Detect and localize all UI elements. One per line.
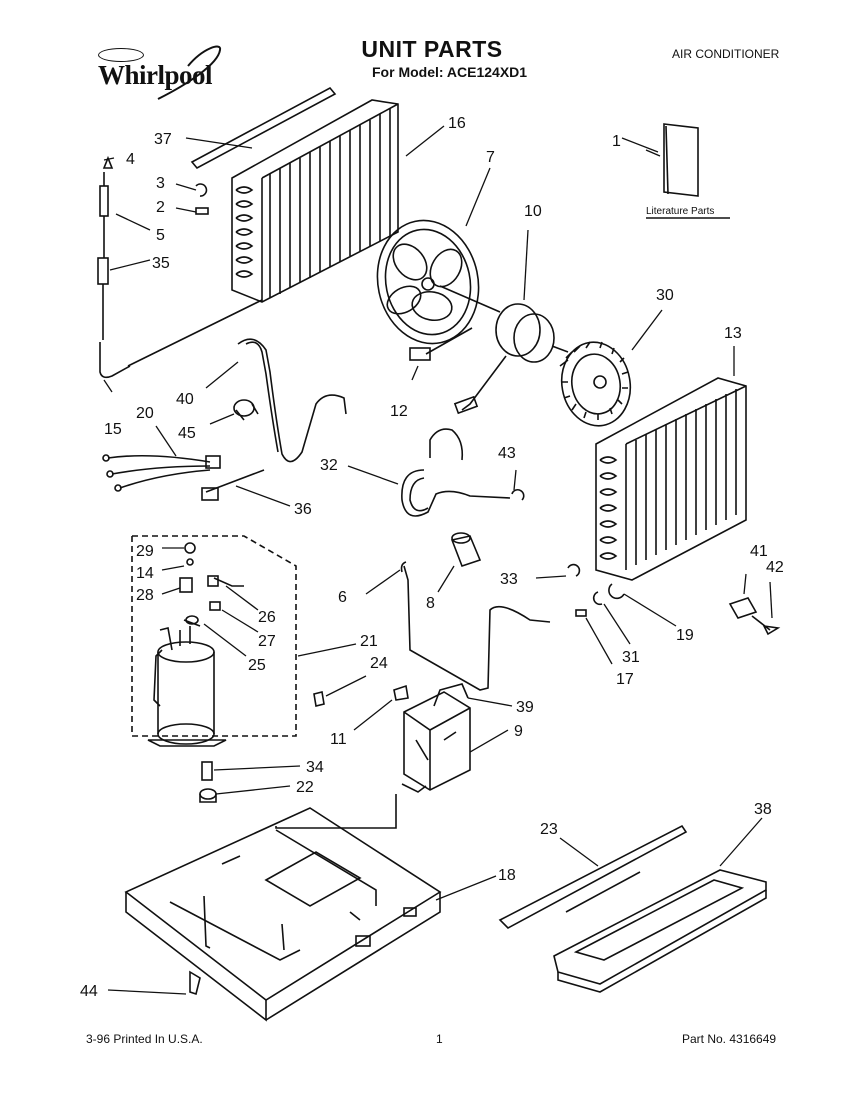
- clip-33-part: [567, 563, 581, 577]
- literature-parts-label: Literature Parts: [646, 206, 714, 217]
- base-pan-leader: [275, 794, 397, 829]
- callout-15: 15: [104, 421, 122, 438]
- callout-17: 17: [616, 671, 634, 688]
- fan-shroud-part: [376, 219, 480, 345]
- seal-strip-part: [498, 824, 688, 929]
- callout-9: 9: [514, 723, 523, 740]
- discharge-tube-part: [237, 338, 347, 463]
- fan-motor-part: [439, 285, 569, 415]
- base-pan-part: [124, 807, 442, 1022]
- callout-11: 11: [330, 731, 347, 748]
- callout-34: 34: [306, 759, 324, 776]
- callout-28: 28: [136, 587, 154, 604]
- callout-5: 5: [156, 227, 165, 244]
- screw-44-part: [189, 970, 201, 996]
- callout-14: 14: [136, 565, 154, 582]
- callout-44: 44: [80, 983, 98, 1000]
- nut-11-part: [393, 684, 409, 701]
- callout-22: 22: [296, 779, 314, 796]
- callout-24: 24: [370, 655, 388, 672]
- tube-sleeve-part: [233, 399, 259, 421]
- tube-clip-part: [511, 488, 525, 501]
- capillary-loop-part: [400, 561, 551, 691]
- suction-tube-part: [401, 428, 511, 517]
- callout-41: 41: [750, 543, 768, 560]
- callout-42: 42: [766, 559, 784, 576]
- callout-4: 4: [126, 151, 135, 168]
- insulation-sleeve-part: [450, 532, 482, 568]
- clip-19-part: [608, 583, 625, 600]
- whirlpool-logo: Whirlpool: [88, 44, 228, 104]
- callout-1: 1: [612, 133, 621, 150]
- model-subtitle: For Model: ACE124XD1: [372, 64, 528, 80]
- callout-31: 31: [622, 649, 640, 666]
- clip-31-part: [592, 591, 603, 606]
- screw-42-part: [751, 615, 781, 636]
- callout-45: 45: [178, 425, 196, 442]
- top-channel-part: [190, 86, 337, 170]
- page-number: 1: [436, 1032, 443, 1046]
- callout-numbers: 37 4 3 2 5 35 15 16 7 10 1 30 13 12 20 4…: [80, 115, 784, 1000]
- callout-8: 8: [426, 595, 435, 612]
- condenser-coil-part: [231, 99, 399, 303]
- callout-27: 27: [258, 633, 276, 650]
- callout-43: 43: [498, 445, 516, 462]
- callout-36: 36: [294, 501, 312, 518]
- rail-38-part: [553, 869, 767, 993]
- compressor-part: [147, 626, 227, 747]
- literature-booklet-part: [646, 123, 730, 219]
- callout-30: 30: [656, 287, 674, 304]
- logo-wordmark: Whirlpool: [98, 60, 213, 90]
- product-category: AIR CONDITIONER: [672, 47, 780, 61]
- wire-harness-part: [102, 454, 221, 492]
- callout-3: 3: [156, 175, 165, 192]
- callout-18: 18: [498, 867, 516, 884]
- grommet-22-part: [199, 788, 217, 803]
- part-number: Part No. 4316649: [682, 1032, 777, 1046]
- callout-6: 6: [338, 589, 347, 606]
- logo-badge: [98, 48, 144, 62]
- callout-32: 32: [320, 457, 338, 474]
- plug-17-part: [575, 609, 587, 617]
- control-bracket-part: [401, 691, 471, 793]
- grommet-34-part: [201, 761, 213, 781]
- callout-23: 23: [540, 821, 558, 838]
- terminal-parts: [179, 542, 244, 627]
- callout-12: 12: [390, 403, 408, 420]
- switch-harness-part: [433, 683, 469, 707]
- callout-26: 26: [258, 609, 276, 626]
- callout-2: 2: [156, 199, 165, 216]
- callout-39: 39: [516, 699, 534, 716]
- logo-swoosh-icon: [157, 45, 222, 100]
- callout-20: 20: [136, 405, 154, 422]
- callout-19: 19: [676, 627, 694, 644]
- callout-40: 40: [176, 391, 194, 408]
- capillary-tube-part: [97, 155, 263, 379]
- motor-connector-part: [409, 327, 473, 361]
- callout-13: 13: [724, 325, 742, 342]
- blower-wheel-part: [559, 341, 632, 427]
- callout-21: 21: [360, 633, 378, 650]
- page-title: UNIT PARTS: [361, 36, 503, 62]
- callout-33: 33: [500, 571, 518, 588]
- callout-29: 29: [136, 543, 154, 560]
- bracket-41-part: [728, 597, 758, 619]
- evaporator-coil-part: [595, 377, 747, 581]
- callout-10: 10: [524, 203, 542, 220]
- print-date: 3-96 Printed In U.S.A.: [86, 1032, 203, 1046]
- cable-tie-part: [201, 469, 265, 501]
- callout-16: 16: [448, 115, 466, 132]
- callout-35: 35: [152, 255, 170, 272]
- nut-24-part: [313, 691, 325, 707]
- compressor-assembly-part: [131, 535, 297, 737]
- callout-7: 7: [486, 149, 495, 166]
- callout-37: 37: [154, 131, 172, 148]
- leader-lines: [103, 125, 773, 995]
- callout-38: 38: [754, 801, 772, 818]
- callout-25: 25: [248, 657, 266, 674]
